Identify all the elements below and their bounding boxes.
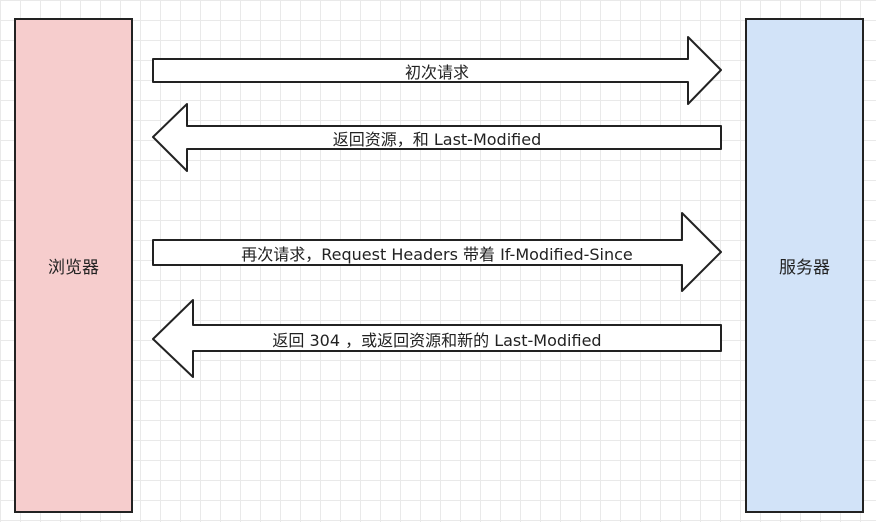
message-label-3: 再次请求，Request Headers 带着 If-Modified-Sinc…	[241, 245, 633, 264]
browser-box: 浏览器	[14, 18, 133, 513]
message-label-4: 返回 304 ，或返回资源和新的 Last-Modified	[272, 331, 602, 350]
response-arrow-1	[152, 103, 722, 172]
server-label: 服务器	[779, 258, 830, 278]
response-arrow-2	[152, 299, 722, 378]
request-arrow-1	[152, 36, 722, 105]
server-box: 服务器	[745, 18, 864, 513]
request-arrow-2	[152, 212, 722, 292]
message-label-1: 初次请求	[404, 63, 470, 82]
message-label-2: 返回资源，和 Last-Modified	[332, 130, 542, 149]
browser-label: 浏览器	[48, 258, 99, 278]
